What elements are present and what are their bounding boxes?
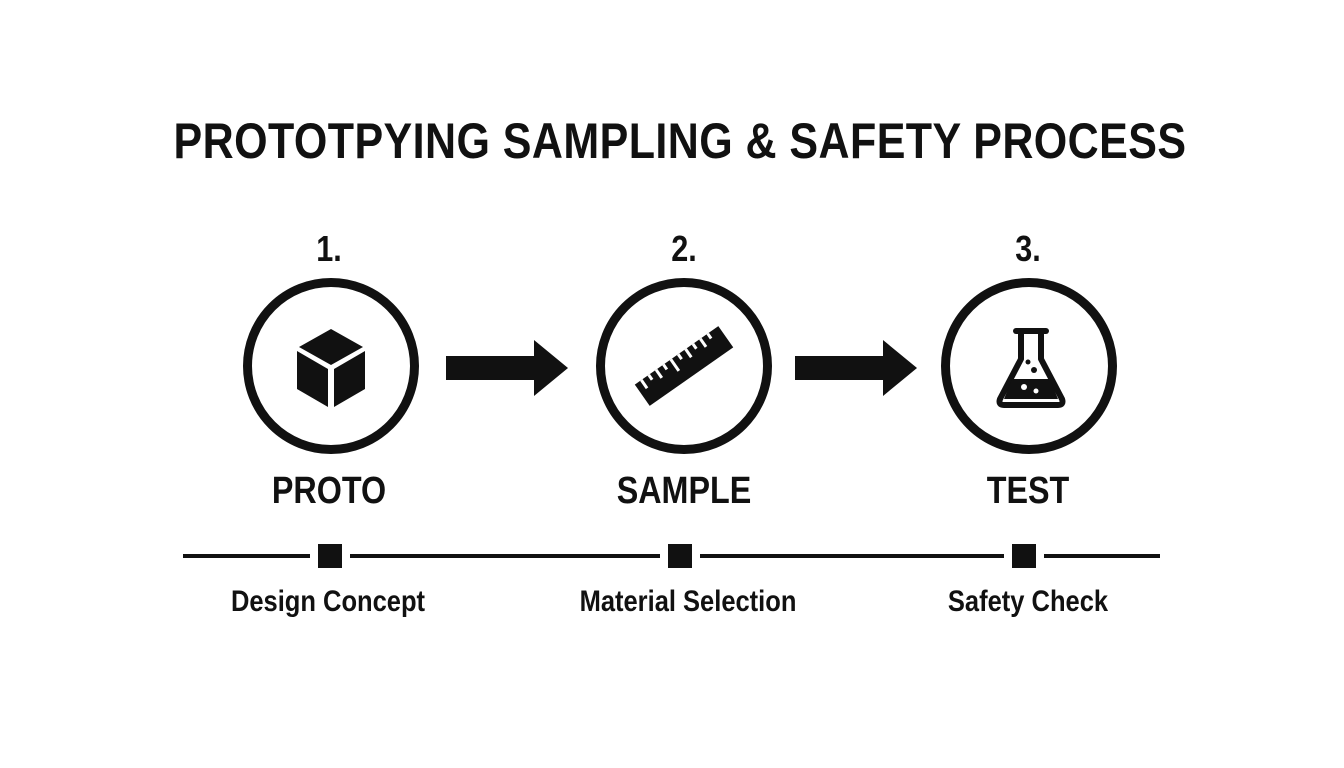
timeline-marker-3 (1012, 544, 1036, 568)
step-number-3: 3. (1015, 228, 1041, 269)
step-number-1: 1. (316, 228, 342, 269)
stage-label-sample: SAMPLE (616, 470, 752, 512)
stage-label-proto: PROTO (271, 470, 387, 512)
arrow-right-icon (446, 340, 568, 396)
diagram-title: PROTOTPYING SAMPLING & SAFETY PROCESS (173, 113, 1187, 169)
step-number-2: 2. (671, 228, 697, 269)
milestone-material-selection: Material Selection (579, 585, 797, 618)
ruler-icon (634, 326, 734, 406)
step-circle-sample (596, 278, 772, 454)
milestone-safety-check: Safety Check (947, 585, 1109, 618)
milestone-design-concept: Design Concept (230, 585, 426, 618)
timeline-marker-2 (668, 544, 692, 568)
stage-label-test: TEST (986, 470, 1070, 512)
timeline-marker-1 (318, 544, 342, 568)
step-circle-proto (243, 278, 419, 454)
cube-icon (297, 329, 365, 407)
flask-icon (996, 328, 1066, 408)
step-circle-test (941, 278, 1117, 454)
timeline (183, 544, 1160, 568)
arrow-right-icon (795, 340, 917, 396)
